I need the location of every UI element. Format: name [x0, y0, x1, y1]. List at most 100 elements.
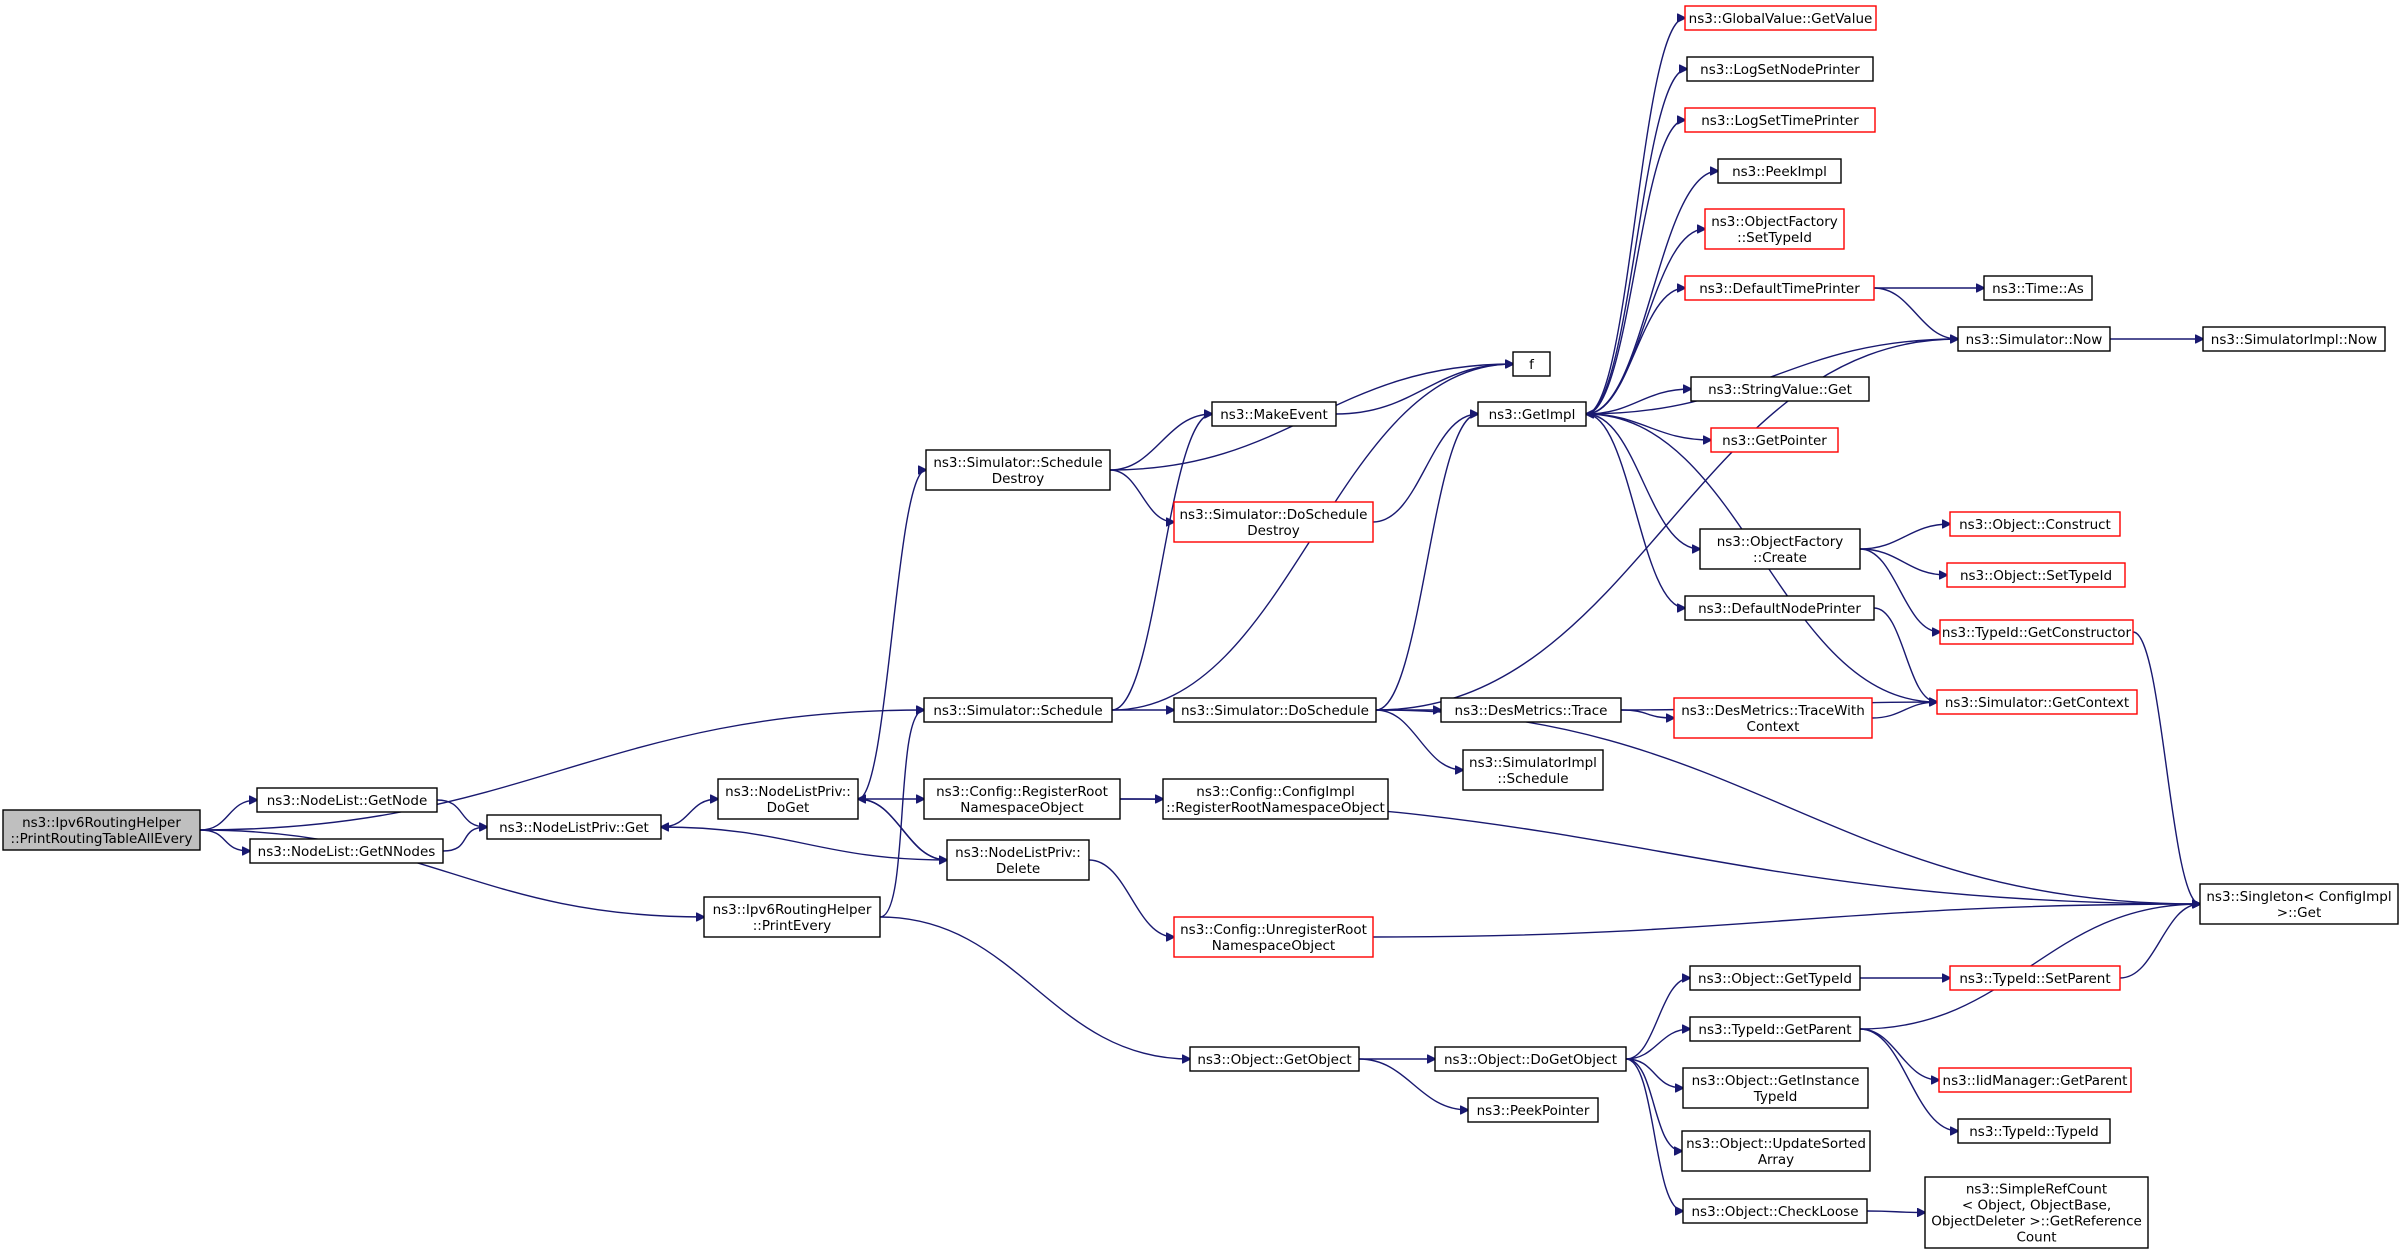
node-stringget[interactable]: ns3::StringValue::Get [1690, 376, 1870, 402]
node-refcount[interactable]: ns3::SimpleRefCount< Object, ObjectBase,… [1924, 1176, 2149, 1249]
edge-doschedestroy-to-getimpl [1372, 414, 1478, 523]
call-edge [1585, 413, 1700, 549]
node-simimplnow[interactable]: ns3::SimulatorImpl::Now [2202, 326, 2386, 352]
node-label: ns3::LogSetTimePrinter [1701, 113, 1859, 129]
node-nlpget[interactable]: ns3::NodeListPriv::Get [486, 814, 662, 840]
node-printevery[interactable]: ns3::Ipv6RoutingHelper::PrintEvery [703, 896, 881, 938]
node-box [1936, 689, 2138, 715]
edge-tidgetparent-to-tidtypeid [1859, 1028, 1958, 1131]
node-simimplsched[interactable]: ns3::SimulatorImpl::Schedule [1462, 749, 1604, 791]
node-label: ns3::GetPointer [1722, 433, 1827, 449]
node-cfgunregister[interactable]: ns3::Config::UnregisterRootNamespaceObje… [1173, 916, 1374, 958]
node-doschedule[interactable]: ns3::Simulator::DoSchedule [1173, 697, 1377, 723]
call-edge [1625, 1058, 1683, 1211]
node-box [1710, 427, 1839, 453]
node-getpointer[interactable]: ns3::GetPointer [1710, 427, 1839, 453]
node-box [1462, 749, 1604, 791]
node-box [1684, 5, 1877, 31]
node-label: ns3::Ipv6RoutingHelper [22, 815, 181, 831]
edge-getimpl-to-ofsettypeid [1585, 229, 1705, 415]
edge-getimpl-to-logtime [1585, 120, 1685, 415]
call-edge [1585, 120, 1685, 415]
call-edge [1109, 469, 1174, 522]
node-cfgimplreg[interactable]: ns3::Config::ConfigImpl::RegisterRootNam… [1162, 778, 1389, 820]
node-box [1173, 916, 1374, 958]
node-logtime[interactable]: ns3::LogSetTimePrinter [1684, 107, 1876, 133]
node-checkloose[interactable]: ns3::Object::CheckLoose [1682, 1198, 1868, 1224]
node-deftimeprinter[interactable]: ns3::DefaultTimePrinter [1684, 275, 1875, 301]
node-peekpointer[interactable]: ns3::PeekPointer [1467, 1097, 1599, 1123]
node-ofsettypeid[interactable]: ns3::ObjectFactory::SetTypeId [1704, 208, 1845, 250]
edge-cfgunregister-to-singleton [1372, 904, 2200, 938]
node-getcontext[interactable]: ns3::Simulator::GetContext [1936, 689, 2138, 715]
node-box [1682, 1067, 1869, 1109]
call-edge [1585, 389, 1691, 415]
edge-root-to-printevery [199, 829, 704, 917]
node-label: ns3::DefaultNodePrinter [1698, 601, 1861, 617]
node-box [703, 896, 881, 938]
node-tidgetparent[interactable]: ns3::TypeId::GetParent [1689, 1016, 1861, 1042]
node-schedule[interactable]: ns3::Simulator::Schedule [923, 697, 1113, 723]
node-desmetrics[interactable]: ns3::DesMetrics::Trace [1440, 697, 1622, 723]
node-gettypeid[interactable]: ns3::Object::GetTypeId [1689, 965, 1861, 991]
node-label: f [1529, 357, 1535, 373]
node-box [1477, 401, 1587, 427]
node-dogetobject[interactable]: ns3::Object::DoGetObject [1434, 1046, 1627, 1072]
node-cfgregister[interactable]: ns3::Config::RegisterRootNamespaceObject [923, 778, 1121, 820]
node-peekimpl[interactable]: ns3::PeekImpl [1717, 158, 1842, 184]
node-getnode[interactable]: ns3::NodeList::GetNode [256, 787, 438, 813]
edge-getnode-to-nlpget [436, 799, 487, 827]
node-getobject[interactable]: ns3::Object::GetObject [1189, 1046, 1360, 1072]
call-edge [199, 829, 704, 917]
node-box [1434, 1046, 1627, 1072]
node-ofcreate[interactable]: ns3::ObjectFactory::Create [1699, 528, 1861, 570]
node-makeevent[interactable]: ns3::MakeEvent [1211, 401, 1337, 427]
call-edge [661, 827, 948, 861]
node-simnow[interactable]: ns3::Simulator::Now [1957, 326, 2111, 352]
call-edge [858, 799, 948, 861]
node-tidtypeid[interactable]: ns3::TypeId::TypeId [1957, 1118, 2111, 1144]
node-f[interactable]: f [1512, 351, 1551, 377]
edge-dogetobject-to-tidgetparent [1625, 1029, 1690, 1060]
node-label: ns3::IidManager::GetParent [1943, 1073, 2128, 1089]
call-edge [1871, 702, 1937, 719]
node-label: ns3::Config::UnregisterRoot [1180, 922, 1367, 938]
node-iidgetparent[interactable]: ns3::IidManager::GetParent [1938, 1067, 2132, 1093]
call-edge [1620, 709, 1674, 718]
call-edge [1859, 524, 1950, 550]
node-label: >::Get [2277, 905, 2321, 921]
node-timeas[interactable]: ns3::Time::As [1983, 275, 2093, 301]
node-box [1173, 697, 1377, 723]
node-nlpdelete[interactable]: ns3::NodeListPriv::Delete [946, 839, 1090, 881]
node-label: ns3::MakeEvent [1220, 407, 1328, 423]
node-gvgetvalue[interactable]: ns3::GlobalValue::GetValue [1684, 5, 1877, 31]
node-label: ns3::Config::RegisterRoot [936, 784, 1108, 800]
node-construct[interactable]: ns3::Object::Construct [1949, 511, 2121, 537]
node-getnnodes[interactable]: ns3::NodeList::GetNNodes [249, 838, 444, 864]
node-getconstructor[interactable]: ns3::TypeId::GetConstructor [1939, 619, 2134, 645]
node-box [256, 787, 438, 813]
node-label: ns3::SimpleRefCount [1966, 1182, 2107, 1198]
node-label: < Object, ObjectBase, [1962, 1198, 2111, 1214]
call-edge [1866, 1211, 1925, 1213]
call-edge [2132, 631, 2200, 904]
node-label: Delete [996, 861, 1040, 877]
node-label: ns3::Simulator::DoSchedule [1180, 507, 1368, 523]
node-singleton[interactable]: ns3::Singleton< ConfigImpl>::Get [2199, 883, 2399, 925]
node-root[interactable]: ns3::Ipv6RoutingHelper::PrintRoutingTabl… [2, 809, 201, 851]
node-box [1704, 208, 1845, 250]
node-box [1686, 56, 1874, 82]
node-label: ns3::TypeId::SetParent [1959, 971, 2110, 987]
node-defnodeprinter[interactable]: ns3::DefaultNodePrinter [1684, 595, 1875, 621]
node-tidsetparent[interactable]: ns3::TypeId::SetParent [1949, 965, 2121, 991]
node-lognode[interactable]: ns3::LogSetNodePrinter [1686, 56, 1874, 82]
node-nlpdoget[interactable]: ns3::NodeListPriv::DoGet [717, 778, 859, 820]
node-getimpl[interactable]: ns3::GetImpl [1477, 401, 1587, 427]
node-objsettypeid[interactable]: ns3::Object::SetTypeId [1946, 562, 2126, 588]
node-box [1699, 528, 1861, 570]
